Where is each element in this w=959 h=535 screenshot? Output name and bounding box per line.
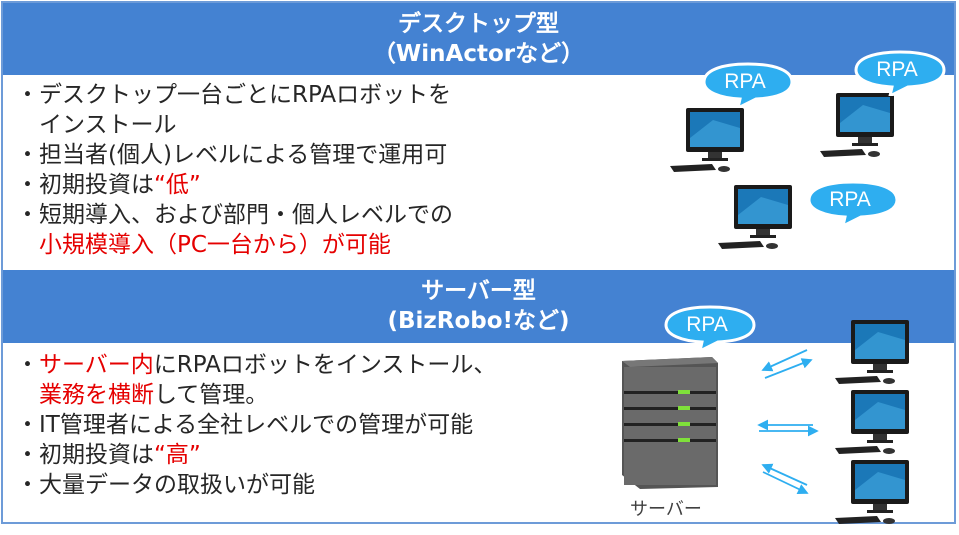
list-item: ・初期投資は“低” [16,170,453,200]
desktop-title: デスクトップ型 [398,11,559,37]
client-pc-icon [833,460,913,530]
bubble-label: RPA [724,70,766,93]
arrow-icon [764,358,813,379]
item-bullet: ・ [16,352,39,378]
desktop-header: デスクトップ型 （WinActorなど） [3,3,954,75]
rpa-speech-bubble: RPA [700,62,796,108]
outer-frame [1,1,956,524]
bubble-label: RPA [876,58,918,81]
item-text: ・短期導入、および部門・個人レベルでの [16,202,453,228]
data-exchange-arrows [757,349,819,494]
item-text: ・初期投資は [16,442,154,468]
item-text: ・デスクトップ一台ごとにRPAロボットを [16,82,452,108]
item-indent [16,232,39,258]
rpa-speech-bubble: RPA [852,50,948,96]
item-highlight: “低” [154,172,201,198]
arrow-icon [761,349,808,372]
desktop-pc-icon [818,93,898,163]
list-item: 業務を横断して管理。 [16,380,496,410]
server-title: サーバー型 [421,278,536,304]
client-pc-icon [833,390,913,460]
arrow-icon [762,471,809,494]
desktop-pc-icon [668,108,748,178]
server-header: サーバー型 (BizRobo!など) [3,270,954,343]
desktop-pc-icon [716,185,796,255]
item-indent [16,382,39,408]
bubble-label: RPA [686,313,728,336]
rpa-speech-bubble: RPA [805,180,901,226]
server-icon [622,357,718,489]
server-caption: サーバー [630,499,702,520]
item-text: にRPAロボットをインストール、 [153,352,497,378]
item-text: ・担当者(個人)レベルによる管理で運用可 [16,142,448,168]
list-item: ・IT管理者による全社レベルでの管理が可能 [16,410,496,440]
client-pc-icon [833,320,913,390]
item-text: して管理。 [154,382,269,408]
item-highlight: 小規模導入（PC一台から）が可能 [39,232,391,258]
list-item: ・初期投資は“高” [16,440,496,470]
server-subtitle: (BizRobo!など) [387,308,570,334]
desktop-feature-list: ・デスクトップ一台ごとにRPAロボットを インストール ・担当者(個人)レベルに… [16,80,453,260]
list-item: ・短期導入、および部門・個人レベルでの [16,200,453,230]
arrow-icon [761,463,808,486]
server-feature-list: ・サーバー内にRPAロボットをインストール、 業務を横断して管理。 ・IT管理者… [16,350,496,500]
desktop-subtitle: （WinActorなど） [372,41,585,67]
list-item: ・デスクトップ一台ごとにRPAロボットを [16,80,453,110]
list-item: ・担当者(個人)レベルによる管理で運用可 [16,140,453,170]
bubble-label: RPA [829,188,871,211]
list-item: 小規模導入（PC一台から）が可能 [16,230,453,260]
item-highlight: “高” [154,442,201,468]
item-text: ・初期投資は [16,172,154,198]
list-item: ・サーバー内にRPAロボットをインストール、 [16,350,496,380]
rpa-speech-bubble: RPA [662,305,758,351]
item-highlight: 業務を横断 [39,382,154,408]
item-text: ・大量データの取扱いが可能 [16,472,315,498]
item-text: インストール [16,112,177,138]
item-highlight: サーバー内 [39,352,154,378]
list-item: インストール [16,110,453,140]
item-text: ・IT管理者による全社レベルでの管理が可能 [16,412,474,438]
list-item: ・大量データの取扱いが可能 [16,470,496,500]
